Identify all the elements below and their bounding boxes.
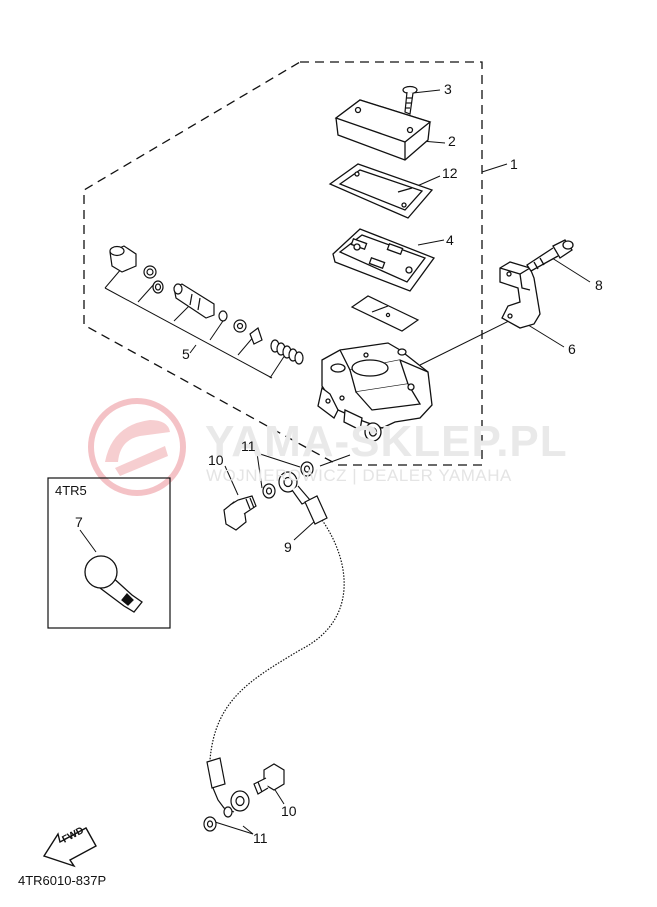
brake-hose-lower-fitting [206,757,250,813]
callout-8: 8 [595,277,603,293]
callout-9: 9 [284,539,292,555]
float-plate [350,295,420,332]
callout-10-upper: 10 [208,452,224,468]
callout-4: 4 [446,232,454,248]
copper-washers-upper [262,461,314,499]
diaphragm-part-4 [332,228,436,292]
callout-11-lower: 11 [253,830,268,846]
copper-washers-lower [203,806,233,832]
brake-hose-upper-fitting [278,471,328,525]
watermark-subtitle: WOJNIEROWICZ | DEALER YAMAHA [206,466,512,485]
variant-inset-box [47,477,171,629]
assembly-boundary [83,61,483,466]
piston-kit-part-5 [109,245,304,365]
callout-10-lower: 10 [281,803,297,819]
callout-1: 1 [510,156,518,172]
callout-7: 7 [75,514,83,530]
callout-2: 2 [448,133,456,149]
master-cylinder-body [317,342,433,442]
diagram-code: 4TR6010-837P [18,873,107,888]
callout-11-upper: 11 [241,438,256,454]
inset-label: 4TR5 [55,483,87,498]
union-bolt-upper [223,495,257,531]
lever-cap-part-7 [84,555,143,613]
diaphragm-plate-part-12 [328,163,434,219]
callout-5: 5 [182,346,190,362]
watermark-logo [88,398,186,496]
reservoir-cap-part-2 [334,99,432,161]
callout-12: 12 [442,165,458,181]
fwd-arrow-icon [42,827,97,868]
brake-hose [209,519,345,761]
watermark-title: YAMA-SKLEP.PL [205,417,568,466]
spring [270,339,304,365]
leader-lines [79,89,591,835]
union-bolt-lower [253,763,285,795]
holder-part-6 [499,261,541,329]
screw-part-3 [402,85,418,115]
callout-3: 3 [444,81,452,97]
callout-6: 6 [568,341,576,357]
bolt-part-8 [526,239,574,272]
